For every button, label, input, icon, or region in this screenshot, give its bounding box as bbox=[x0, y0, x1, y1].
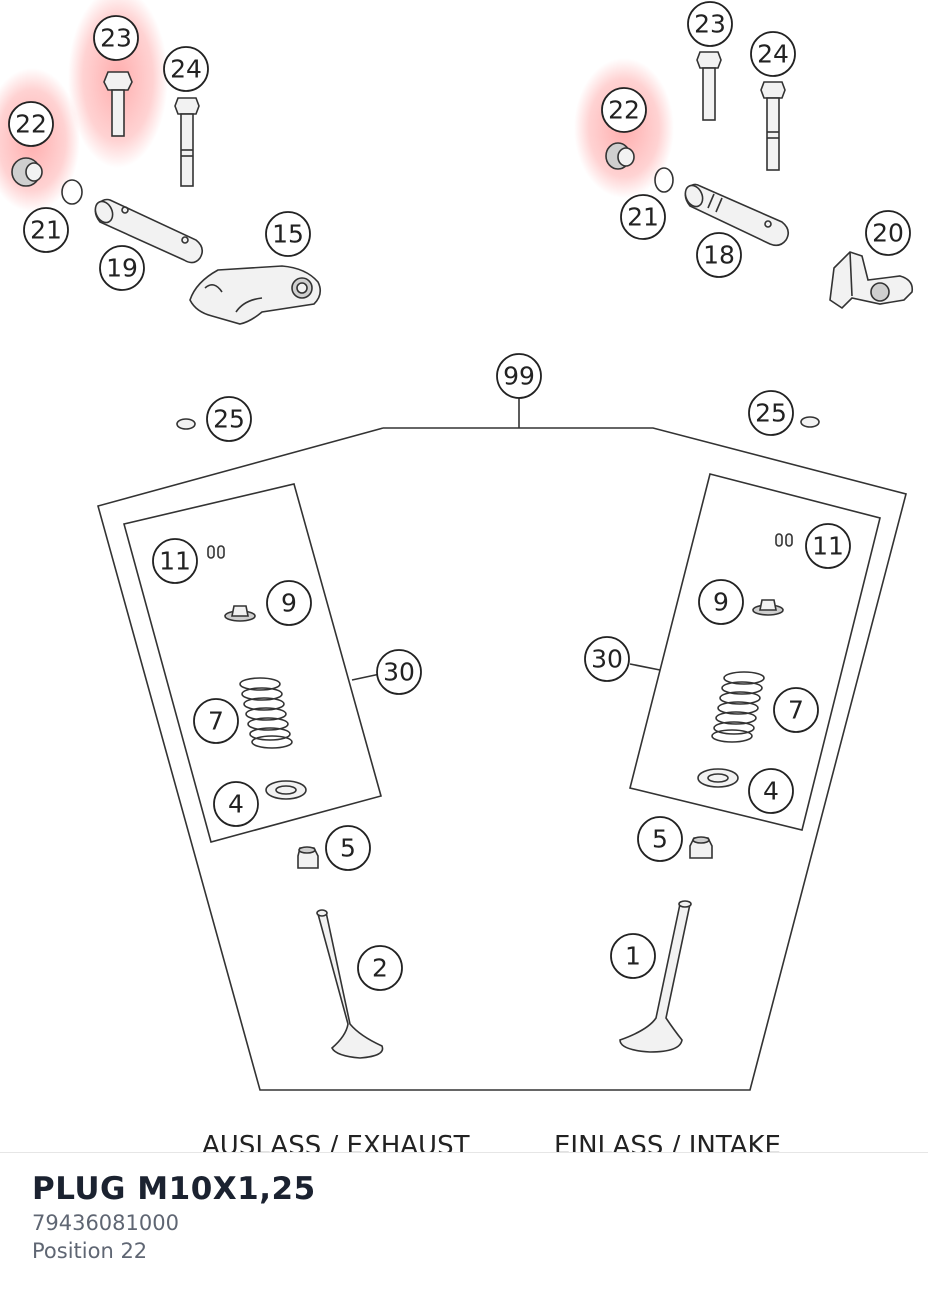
valve-parts-right bbox=[619, 533, 793, 1053]
svg-text:5: 5 bbox=[340, 834, 356, 863]
svg-text:30: 30 bbox=[383, 658, 415, 687]
svg-text:30: 30 bbox=[591, 645, 623, 674]
valve-stem-seal-5-left[interactable] bbox=[297, 846, 319, 869]
svg-text:1: 1 bbox=[625, 942, 641, 971]
svg-text:11: 11 bbox=[812, 532, 844, 561]
rocker-assembly-right bbox=[605, 51, 914, 310]
svg-text:5: 5 bbox=[652, 825, 668, 854]
callout-2[interactable]: 2 bbox=[357, 945, 403, 991]
svg-text:9: 9 bbox=[713, 588, 729, 617]
callout-19[interactable]: 19 bbox=[99, 245, 145, 291]
callout-23-right[interactable]: 23 bbox=[687, 1, 733, 47]
intake-valve-1[interactable] bbox=[619, 900, 692, 1053]
bolt-24-left[interactable] bbox=[174, 97, 200, 187]
rocker-shaft-19[interactable] bbox=[92, 198, 204, 264]
plug-22-left[interactable] bbox=[11, 157, 43, 187]
callout-4-right[interactable]: 4 bbox=[748, 768, 794, 814]
callout-7-left[interactable]: 7 bbox=[193, 698, 239, 744]
callout-15[interactable]: 15 bbox=[265, 211, 311, 257]
callout-24-left[interactable]: 24 bbox=[163, 46, 209, 92]
valve-spring-7-left[interactable] bbox=[239, 677, 293, 749]
shim-25-right[interactable] bbox=[800, 416, 820, 428]
part-number: 79436081000 bbox=[32, 1211, 179, 1235]
callout-25-right[interactable]: 25 bbox=[748, 390, 794, 436]
rocker-shaft-18[interactable] bbox=[682, 183, 790, 247]
callout-4-left[interactable]: 4 bbox=[213, 781, 259, 827]
svg-text:7: 7 bbox=[788, 696, 804, 725]
callout-5-left[interactable]: 5 bbox=[325, 825, 371, 871]
part-name: PLUG M10X1,25 bbox=[32, 1171, 316, 1207]
svg-text:9: 9 bbox=[281, 589, 297, 618]
valve-kit-outline-99 bbox=[97, 398, 907, 1091]
o-ring-21-right[interactable] bbox=[654, 167, 674, 193]
callout-30-right[interactable]: 30 bbox=[584, 636, 630, 682]
svg-text:25: 25 bbox=[755, 399, 787, 428]
spring-retainer-9-right[interactable] bbox=[752, 599, 784, 616]
svg-text:23: 23 bbox=[694, 10, 726, 39]
bolt-23-left[interactable] bbox=[103, 71, 133, 137]
svg-text:99: 99 bbox=[503, 362, 535, 391]
callout-1[interactable]: 1 bbox=[610, 933, 656, 979]
callout-7-right[interactable]: 7 bbox=[773, 687, 819, 733]
callout-9-right[interactable]: 9 bbox=[698, 579, 744, 625]
callout-25-left[interactable]: 25 bbox=[206, 396, 252, 442]
svg-text:22: 22 bbox=[15, 110, 47, 139]
svg-text:21: 21 bbox=[30, 216, 62, 245]
callout-21-left[interactable]: 21 bbox=[23, 207, 69, 253]
svg-text:4: 4 bbox=[763, 777, 779, 806]
callout-11-right[interactable]: 11 bbox=[805, 523, 851, 569]
shim-25-left[interactable] bbox=[176, 418, 196, 430]
svg-text:25: 25 bbox=[213, 405, 245, 434]
svg-text:19: 19 bbox=[106, 254, 138, 283]
spring-retainer-9-left[interactable] bbox=[224, 605, 256, 622]
rocker-arm-15[interactable] bbox=[189, 265, 322, 325]
svg-text:15: 15 bbox=[272, 220, 304, 249]
rocker-assembly-left bbox=[11, 71, 322, 325]
callout-24-right[interactable]: 24 bbox=[750, 31, 796, 77]
exhaust-valve-2[interactable] bbox=[316, 909, 384, 1059]
svg-text:7: 7 bbox=[208, 707, 224, 736]
parts-diagram[interactable]: 23 24 22 21 19 15 23 24 22 21 18 20 99 2… bbox=[0, 0, 928, 1152]
plug-22-right[interactable] bbox=[605, 142, 635, 170]
callout-20[interactable]: 20 bbox=[865, 210, 911, 256]
bolt-24-right[interactable] bbox=[760, 81, 786, 171]
svg-text:24: 24 bbox=[170, 55, 202, 84]
o-ring-21-left[interactable] bbox=[61, 179, 83, 205]
spring-seat-4-left[interactable] bbox=[265, 780, 307, 800]
callout-23-left[interactable]: 23 bbox=[93, 15, 139, 61]
callout-99[interactable]: 99 bbox=[496, 353, 542, 399]
svg-text:22: 22 bbox=[608, 96, 640, 125]
callout-11-left[interactable]: 11 bbox=[152, 538, 198, 584]
rocker-arm-20[interactable] bbox=[829, 251, 914, 310]
callout-22-left[interactable]: 22 bbox=[8, 101, 54, 147]
intake-label: EINLASS / INTAKE bbox=[554, 1131, 781, 1152]
part-info-panel: PLUG M10X1,25 79436081000 Position 22 bbox=[0, 1152, 928, 1291]
callout-30-left[interactable]: 30 bbox=[376, 649, 422, 695]
callout-18[interactable]: 18 bbox=[696, 232, 742, 278]
callout-22-right[interactable]: 22 bbox=[601, 87, 647, 133]
valve-keepers-11-left[interactable] bbox=[207, 545, 225, 559]
callout-21-right[interactable]: 21 bbox=[620, 194, 666, 240]
svg-text:20: 20 bbox=[872, 219, 904, 248]
exhaust-label: AUSLASS / EXHAUST bbox=[202, 1131, 470, 1152]
valve-spring-kit-frame-left bbox=[123, 483, 382, 843]
svg-text:21: 21 bbox=[627, 203, 659, 232]
svg-text:24: 24 bbox=[757, 40, 789, 69]
svg-text:18: 18 bbox=[703, 241, 735, 270]
svg-text:11: 11 bbox=[159, 547, 191, 576]
part-position: Position 22 bbox=[32, 1239, 148, 1263]
bolt-23-right[interactable] bbox=[696, 51, 722, 121]
spring-seat-4-right[interactable] bbox=[697, 768, 739, 788]
valve-spring-kit-frame-right bbox=[629, 473, 881, 831]
valve-keepers-11-right[interactable] bbox=[775, 533, 793, 547]
valve-spring-7-right[interactable] bbox=[711, 671, 765, 743]
svg-text:2: 2 bbox=[372, 954, 388, 983]
callout-5-right[interactable]: 5 bbox=[637, 816, 683, 862]
valve-parts-left bbox=[207, 545, 384, 1059]
svg-text:23: 23 bbox=[100, 24, 132, 53]
callout-9-left[interactable]: 9 bbox=[266, 580, 312, 626]
valve-stem-seal-5-right[interactable] bbox=[689, 836, 713, 859]
svg-text:4: 4 bbox=[228, 790, 244, 819]
